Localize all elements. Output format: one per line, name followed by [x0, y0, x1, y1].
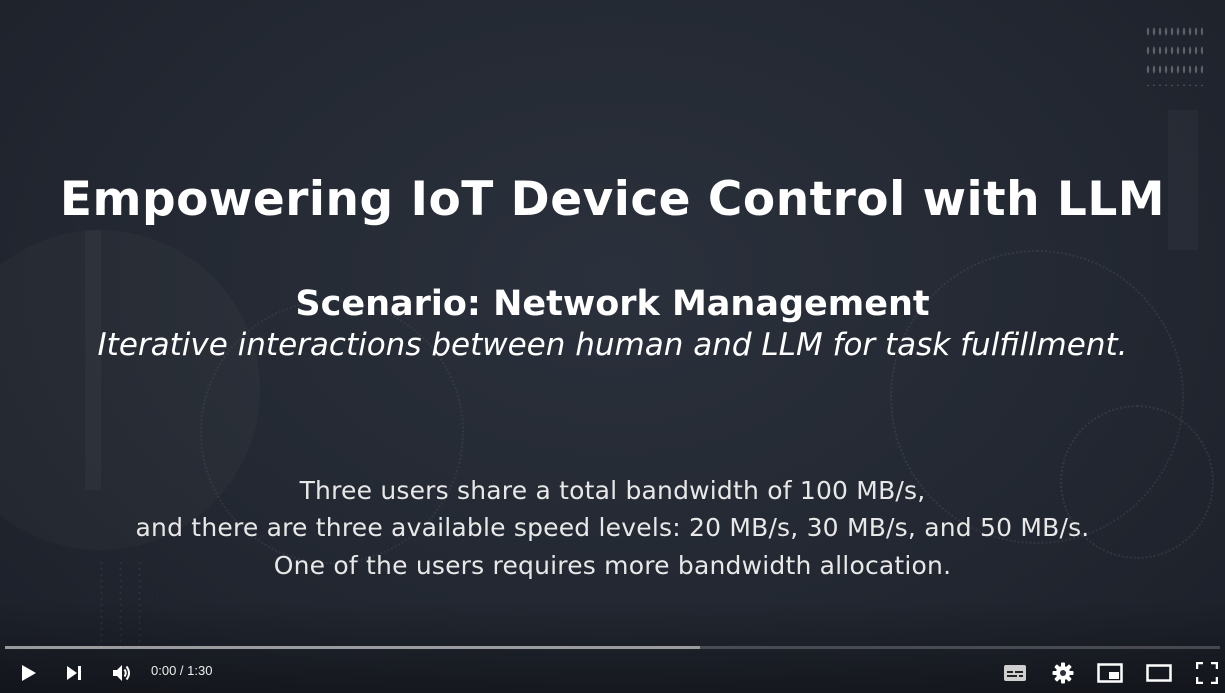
play-button[interactable]	[10, 655, 46, 691]
slide-description-line: and there are three available speed leve…	[135, 513, 1090, 542]
next-icon	[64, 663, 84, 683]
subtitles-button[interactable]	[997, 655, 1033, 691]
time-display: 0:00 / 1:30	[151, 663, 213, 678]
progress-buffered	[5, 646, 700, 649]
progress-bar[interactable]	[5, 646, 1220, 649]
miniplayer-button[interactable]	[1092, 655, 1128, 691]
theater-mode-icon	[1146, 664, 1172, 682]
volume-icon	[111, 663, 133, 683]
next-button[interactable]	[56, 655, 92, 691]
settings-icon	[1052, 662, 1074, 684]
settings-button[interactable]	[1045, 655, 1081, 691]
slide-subtitle: Iterative interactions between human and…	[97, 327, 1128, 363]
miniplayer-icon	[1097, 663, 1123, 683]
volume-button[interactable]	[104, 655, 140, 691]
slide-scenario: Scenario: Network Management	[295, 284, 930, 324]
theater-mode-button[interactable]	[1141, 655, 1177, 691]
slide-description-line: Three users share a total bandwidth of 1…	[299, 476, 926, 505]
slide-title: Empowering IoT Device Control with LLM	[59, 172, 1166, 227]
fullscreen-button[interactable]	[1189, 655, 1225, 691]
play-icon	[18, 663, 38, 683]
slide-description-line: One of the users requires more bandwidth…	[273, 551, 952, 580]
fullscreen-icon	[1196, 662, 1218, 684]
subtitles-icon	[1003, 664, 1027, 682]
background-dots	[1145, 22, 1203, 86]
